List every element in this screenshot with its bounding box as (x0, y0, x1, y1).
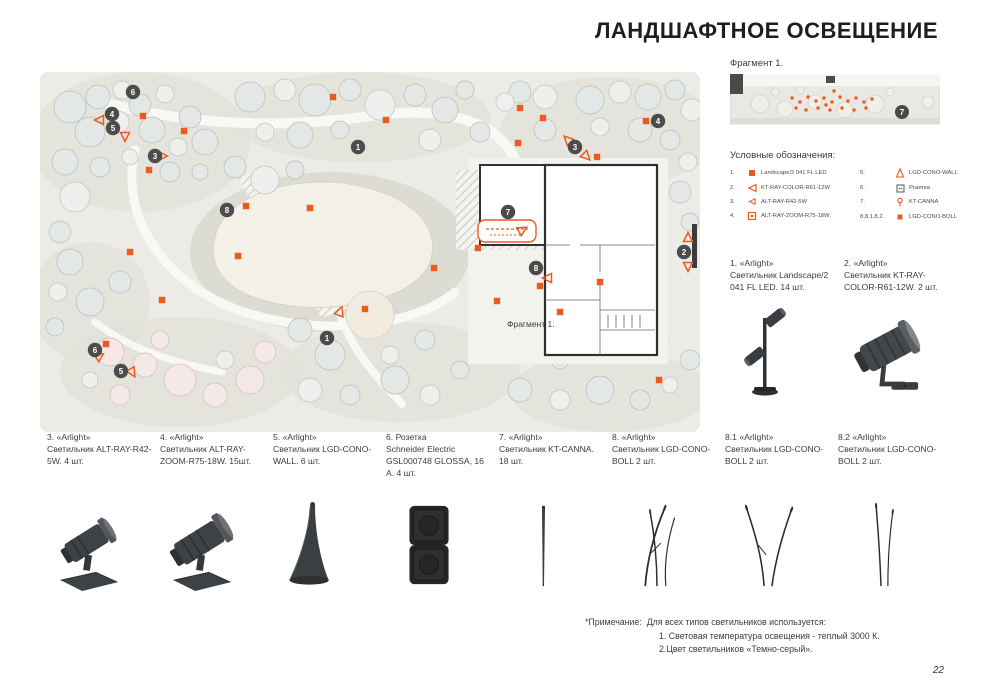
landscape-lamp-icon (745, 168, 758, 178)
cono-wall-cone-icon (893, 168, 906, 178)
svg-text:8: 8 (534, 264, 539, 273)
legend-item-2: 2. KT-RAY-COLOR-R61-12W (730, 183, 830, 193)
svg-text:6: 6 (93, 346, 98, 355)
product-card-1: 1. «Arlight» Светильник Landscape/2 041 … (730, 258, 834, 406)
legend-item-6: 6. Розетка (860, 183, 930, 193)
legend-item-7: 7. KT-CANNA (860, 197, 939, 207)
note-label: *Примечание: (585, 617, 642, 627)
svg-text:3: 3 (153, 152, 158, 161)
legend-item-5: 5. LGD-CONO-WALL (860, 168, 958, 178)
alt-ray-arrow-icon (745, 197, 758, 206)
fragment-strip: 7 (729, 73, 941, 133)
bottom-products-row: 3. «Arlight» Светильник ALT-RAY-R42-5W. … (47, 432, 943, 600)
product-card-4: 4. «Arlight» Светильник ALT-RAY-ZOOM-R75… (160, 432, 265, 600)
legend-title: Условные обозначения: (730, 150, 836, 161)
lamp-square-markers (102, 93, 663, 384)
note: *Примечание: Для всех типов светильников… (585, 617, 880, 655)
svg-text:1: 1 (356, 143, 361, 152)
product-card-5: 5. «Arlight» Светильник LGD-CONO-WALL. 6… (273, 432, 378, 600)
fragment-building-block (730, 74, 743, 94)
product-image-cono-boll (612, 498, 700, 600)
svg-text:6: 6 (131, 88, 136, 97)
trees (45, 78, 704, 411)
lamp-arrow-markers (91, 114, 694, 379)
product-image-alt-ray-r42 (47, 498, 135, 600)
svg-text:4: 4 (656, 117, 661, 126)
canna-icon (893, 197, 906, 207)
product-image-landscape-pole-light (730, 307, 834, 407)
svg-text:7: 7 (900, 108, 905, 117)
svg-text:5: 5 (111, 124, 116, 133)
zoom-box-icon (745, 211, 758, 221)
product-image-cono-boll-82 (838, 498, 926, 600)
svg-text:5: 5 (119, 367, 124, 376)
svg-text:3: 3 (573, 143, 578, 152)
svg-text:1: 1 (325, 334, 330, 343)
product-card-8-2: 8.2 «Arlight» Светильник LGD-CONO-BOLL 2… (838, 432, 943, 600)
page-title: ЛАНДШАФТНОЕ ОСВЕЩЕНИЕ (594, 18, 938, 43)
legend-item-8: 8,8.1,8.2. LGD-CONO-BOLL (860, 212, 957, 222)
fragment-callout-label: Фрагмент 1. (507, 319, 555, 329)
legend: Условные обозначения: 1. Landscape/2 041… (730, 150, 965, 222)
product-card-3: 3. «Arlight» Светильник ALT-RAY-R42-5W. … (47, 432, 152, 600)
product-image-kt-canna (499, 498, 587, 600)
cono-boll-icon (893, 212, 906, 222)
product-card-8: 8. «Arlight» Светильник LGD-CONO-BOLL 2 … (612, 432, 717, 600)
product-card-8-1: 8.1 «Arlight» Светильник LGD-CONO-BOLL 2… (725, 432, 830, 600)
legend-item-1: 1. Landscape/2 041 FL LED (730, 168, 827, 178)
section-bar (692, 224, 697, 268)
product-card-2: 2. «Arlight» Светильник KT-RAY-COLOR-R61… (844, 258, 952, 406)
svg-text:7: 7 (506, 208, 511, 217)
ray-color-arrow-icon (745, 183, 758, 193)
page-number: 22 (932, 665, 944, 676)
product-image-kt-ray-color-spot (844, 308, 952, 407)
legend-item-3: 3. ALT-RAY-R42-5W (730, 197, 807, 206)
fragment-callout-box (477, 219, 537, 243)
product-image-socket (386, 498, 474, 600)
fragment-lamp-dots (790, 89, 874, 112)
product-image-alt-ray-zoom (160, 498, 248, 600)
svg-text:4: 4 (110, 110, 115, 119)
fragment-title: Фрагмент 1. (730, 58, 784, 69)
fragment-marker-7 (895, 105, 909, 119)
socket-icon (893, 183, 906, 193)
product-card-7: 7. «Arlight» Светильник KT-CANNA. 18 шт. (499, 432, 604, 600)
svg-text:8: 8 (225, 206, 230, 215)
svg-text:2: 2 (682, 248, 687, 257)
product-card-6: 6. Розетка Schneider Electric GSL000748 … (386, 432, 491, 600)
product-image-cono-wall (273, 498, 361, 600)
legend-item-4: 4. ALT-RAY-ZOOM-R75-18W (730, 211, 830, 221)
product-image-cono-boll-81 (725, 498, 813, 600)
